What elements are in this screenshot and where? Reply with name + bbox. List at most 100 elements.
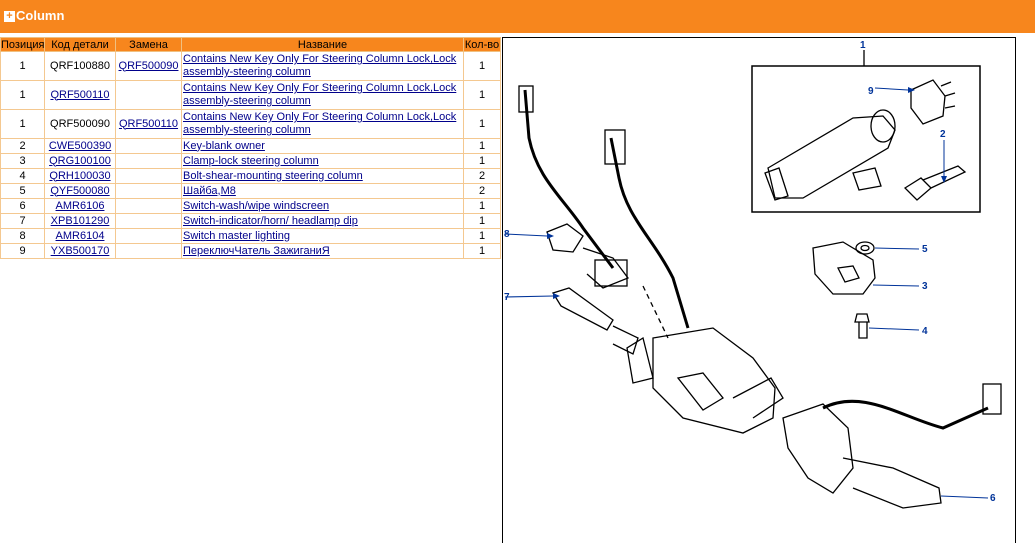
cell-part-code-link[interactable]: QRG100100	[49, 154, 111, 167]
cell-part-name: Bolt-shear-mounting steering column	[181, 168, 464, 184]
parts-diagram: 1 2 3 4 5 6 7 8 9	[502, 37, 1016, 543]
callout-4: 4	[922, 326, 928, 337]
cell-part-name-link[interactable]: Clamp-lock steering column	[183, 154, 319, 167]
cell-position-text: 6	[19, 199, 26, 212]
cell-position: 6	[0, 198, 45, 214]
cell-position-text: 9	[19, 244, 26, 257]
callout-1: 1	[860, 40, 866, 51]
col-header-name: Название	[181, 37, 464, 52]
cell-position-text: 2	[19, 139, 26, 152]
col-header-position: Позиция	[0, 37, 45, 52]
cell-part-code-link[interactable]: AMR6104	[55, 229, 105, 242]
page-scrollbar-area[interactable]	[1017, 37, 1035, 543]
cell-quantity-text: 1	[478, 199, 486, 212]
cell-part-code: QRF100880	[44, 51, 116, 81]
cell-replacement	[115, 168, 182, 184]
cell-position: 5	[0, 183, 45, 199]
cell-position-text: 4	[19, 169, 26, 182]
callout-6: 6	[990, 493, 996, 504]
cell-quantity: 1	[463, 80, 501, 110]
callout-3: 3	[922, 281, 928, 292]
cell-position-text: 7	[19, 214, 26, 227]
cell-replacement-link[interactable]: QRF500110	[118, 117, 179, 130]
cell-part-code: AMR6104	[44, 228, 116, 244]
cell-part-name-link[interactable]: Contains New Key Only For Steering Colum…	[183, 111, 457, 136]
cell-part-name: Switch-indicator/horn/ headlamp dip	[181, 213, 464, 229]
cell-quantity: 1	[463, 153, 501, 169]
cell-part-code: QRF500110	[44, 80, 116, 110]
cell-part-name-link[interactable]: Bolt-shear-mounting steering column	[183, 169, 363, 182]
cell-quantity: 1	[463, 51, 501, 81]
cell-part-name: Contains New Key Only For Steering Colum…	[181, 109, 464, 139]
cell-part-name-link[interactable]: Switch-indicator/horn/ headlamp dip	[183, 214, 358, 227]
cell-replacement: QRF500110	[115, 109, 182, 139]
cell-position-text: 8	[19, 229, 26, 242]
cell-replacement	[115, 228, 182, 244]
cell-quantity-text: 2	[478, 169, 486, 182]
section-title: Column	[16, 8, 65, 23]
cell-position: 1	[0, 109, 45, 139]
cell-position: 2	[0, 138, 45, 154]
callout-9: 9	[868, 86, 874, 97]
cell-part-code-text: QRF500090	[50, 117, 110, 130]
cell-part-code-link[interactable]: QRF500110	[50, 88, 110, 101]
cell-quantity: 2	[463, 183, 501, 199]
cell-position-text: 1	[19, 88, 26, 101]
cell-quantity-text: 1	[478, 229, 486, 242]
cell-replacement	[115, 138, 182, 154]
cell-replacement	[115, 153, 182, 169]
cell-position: 9	[0, 243, 45, 259]
cell-quantity-text: 1	[478, 244, 486, 257]
table-row: 1 QRF500090 QRF500110 Contains New Key Only…	[0, 109, 501, 139]
table-row: 1 QRF500110 Contains New Key Only For Stee…	[0, 80, 501, 110]
cell-quantity: 2	[463, 168, 501, 184]
col-header-replacement: Замена	[115, 37, 182, 52]
cell-quantity-text: 1	[478, 214, 486, 227]
cell-quantity-text: 1	[478, 59, 486, 72]
cell-replacement-link[interactable]: QRF500090	[118, 59, 179, 72]
cell-part-name: ПереключЧатель ЗажиганиЯ	[181, 243, 464, 259]
cell-part-code: QRF500090	[44, 109, 116, 139]
section-header[interactable]: + Column	[0, 0, 1035, 33]
cell-part-code: QYF500080	[44, 183, 116, 199]
expand-icon[interactable]: +	[4, 11, 15, 22]
cell-part-name-link[interactable]: Switch-wash/wipe windscreen	[183, 199, 330, 212]
cell-part-code-link[interactable]: AMR6106	[55, 199, 105, 212]
cell-part-name-link[interactable]: Contains New Key Only For Steering Colum…	[183, 82, 457, 107]
table-row: 3 QRG100100 Clamp-lock steering column 1	[0, 153, 501, 169]
cell-part-code-link[interactable]: QYF500080	[50, 184, 110, 197]
cell-part-code-text: QRF100880	[50, 59, 110, 72]
cell-replacement	[115, 243, 182, 259]
table-row: 1 QRF100880 QRF500090 Contains New Key Only…	[0, 51, 501, 81]
cell-position: 4	[0, 168, 45, 184]
cell-part-code-link[interactable]: YXB500170	[50, 244, 110, 257]
cell-quantity-text: 2	[478, 184, 486, 197]
cell-position: 3	[0, 153, 45, 169]
cell-part-code: QRG100100	[44, 153, 116, 169]
cell-part-name-link[interactable]: Contains New Key Only For Steering Colum…	[183, 53, 457, 78]
cell-position-text: 3	[19, 154, 26, 167]
cell-replacement	[115, 183, 182, 199]
cell-part-code-link[interactable]: CWE500390	[48, 139, 112, 152]
cell-replacement	[115, 198, 182, 214]
cell-part-code-link[interactable]: XPB101290	[50, 214, 110, 227]
table-row: 6 AMR6106 Switch-wash/wipe windscreen 1	[0, 198, 501, 214]
cell-quantity-text: 1	[478, 117, 486, 130]
parts-table: Позиция Код детали Замена Название Кол-в…	[0, 37, 501, 259]
cell-part-name-link[interactable]: Шайба,M8	[183, 184, 236, 197]
col-header-code: Код детали	[44, 37, 116, 52]
cell-part-code-link[interactable]: QRH100030	[49, 169, 111, 182]
cell-part-name-link[interactable]: Switch master lighting	[183, 229, 290, 242]
callout-5: 5	[922, 244, 928, 255]
cell-quantity: 1	[463, 213, 501, 229]
table-row: 5 QYF500080 Шайба,M8 2	[0, 183, 501, 199]
cell-part-code: AMR6106	[44, 198, 116, 214]
cell-quantity: 1	[463, 198, 501, 214]
cell-part-code: XPB101290	[44, 213, 116, 229]
cell-part-name-link[interactable]: ПереключЧатель ЗажиганиЯ	[183, 244, 330, 257]
table-row: 4 QRH100030 Bolt-shear-mounting steering c…	[0, 168, 501, 184]
cell-part-name: Clamp-lock steering column	[181, 153, 464, 169]
cell-replacement	[115, 213, 182, 229]
cell-quantity-text: 1	[478, 139, 486, 152]
cell-part-name-link[interactable]: Key-blank owner	[183, 139, 265, 152]
